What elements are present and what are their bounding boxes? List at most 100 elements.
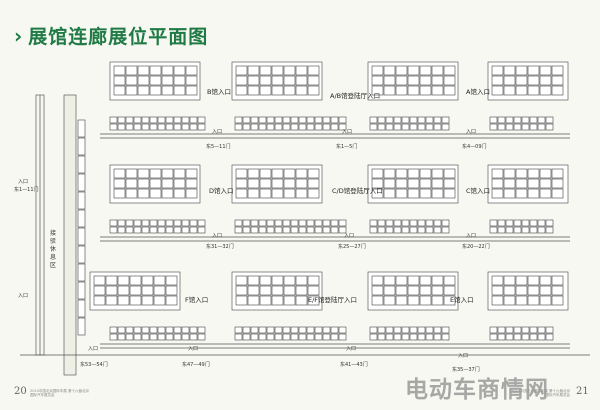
- booth: [235, 295, 248, 306]
- shuttle-rest-area: [63, 94, 77, 376]
- corridor-booth: [330, 219, 339, 227]
- booth: [125, 168, 138, 179]
- corridor-booth: [173, 226, 182, 234]
- corridor-booth: [425, 333, 434, 341]
- corridor-booth: [441, 333, 450, 341]
- gate-label: 东35—37门: [452, 367, 480, 373]
- booth: [113, 85, 126, 96]
- booth: [371, 285, 384, 296]
- booth: [113, 168, 126, 179]
- booth: [117, 275, 130, 286]
- booth: [443, 75, 456, 86]
- booth: [431, 85, 444, 96]
- booth: [307, 188, 320, 199]
- corridor-booth: [258, 123, 267, 131]
- entrance-label: 入口: [346, 346, 357, 352]
- booth: [383, 275, 396, 286]
- corridor-booth: [189, 333, 198, 341]
- corridor-booth: [521, 326, 530, 334]
- corridor-booth: [401, 333, 410, 341]
- corridor-booth: [250, 219, 259, 227]
- booth: [185, 178, 198, 189]
- corridor-booth: [505, 116, 514, 124]
- booth: [259, 285, 272, 296]
- corridor-booth: [141, 123, 150, 131]
- corridor-booth: [117, 116, 126, 124]
- corridor-booth: [306, 226, 315, 234]
- gate-label: 东1—11门: [14, 187, 39, 193]
- booth: [307, 65, 320, 76]
- corridor-booth: [274, 326, 283, 334]
- corridor-booth: [149, 219, 158, 227]
- booth: [141, 275, 154, 286]
- booth: [247, 85, 260, 96]
- booth: [551, 188, 564, 199]
- booth: [503, 178, 516, 189]
- booth: [431, 295, 444, 306]
- corridor-booth: [489, 123, 498, 131]
- booth: [137, 65, 150, 76]
- corridor-booth: [513, 123, 522, 131]
- gate-label: 东20—22门: [462, 244, 490, 250]
- booth: [93, 295, 106, 306]
- corridor-booth: [497, 219, 506, 227]
- corridor-booth: [401, 123, 410, 131]
- corridor-booth: [197, 226, 206, 234]
- corridor-booth: [149, 226, 158, 234]
- booth: [419, 295, 432, 306]
- booth: [295, 75, 308, 86]
- corridor-booth: [537, 123, 546, 131]
- corridor-booth: [109, 123, 118, 131]
- hall-ab-label: A/B馆登陆厅入口: [330, 92, 381, 100]
- booth: [551, 85, 564, 96]
- corridor-booth: [197, 116, 206, 124]
- booth: [419, 65, 432, 76]
- corridor-booth: [497, 116, 506, 124]
- corridor-booth: [109, 333, 118, 341]
- booth: [235, 168, 248, 179]
- corridor-booth: [77, 299, 86, 318]
- corridor-booth: [369, 326, 378, 334]
- corridor-booth: [441, 219, 450, 227]
- entrance-label: 入口: [18, 179, 29, 185]
- corridor-booth: [173, 123, 182, 131]
- corridor-booth: [322, 116, 331, 124]
- corridor-booth: [385, 333, 394, 341]
- corridor-booth: [197, 123, 206, 131]
- booth: [129, 285, 142, 296]
- booth: [283, 295, 296, 306]
- gate-label: 东41—43门: [340, 362, 368, 368]
- corridor-booth: [133, 116, 142, 124]
- booth: [395, 65, 408, 76]
- booth: [515, 168, 528, 179]
- booth: [527, 178, 540, 189]
- booth: [149, 178, 162, 189]
- booth: [491, 275, 504, 286]
- corridor-booth: [141, 326, 150, 334]
- booth: [165, 275, 178, 286]
- chevron-right-icon: ›: [14, 23, 23, 48]
- booth: [105, 275, 118, 286]
- corridor-booth: [234, 219, 243, 227]
- corridor-booth: [369, 226, 378, 234]
- corridor-booth: [250, 226, 259, 234]
- corridor-booth: [125, 116, 134, 124]
- corridor-booth: [505, 326, 514, 334]
- booth: [307, 168, 320, 179]
- booth: [271, 65, 284, 76]
- corridor-booth: [377, 326, 386, 334]
- booth: [113, 178, 126, 189]
- booth: [491, 295, 504, 306]
- corridor-booth: [197, 333, 206, 341]
- corridor-booth: [330, 116, 339, 124]
- corridor-booth: [77, 191, 86, 210]
- booth: [551, 168, 564, 179]
- corridor-booth: [274, 226, 283, 234]
- corridor-booth: [497, 123, 506, 131]
- corridor-booth: [513, 219, 522, 227]
- corridor-booth: [393, 123, 402, 131]
- booth: [515, 275, 528, 286]
- hall-b-label: B馆入口: [207, 88, 231, 96]
- corridor-booth: [393, 326, 402, 334]
- corridor-booth: [149, 333, 158, 341]
